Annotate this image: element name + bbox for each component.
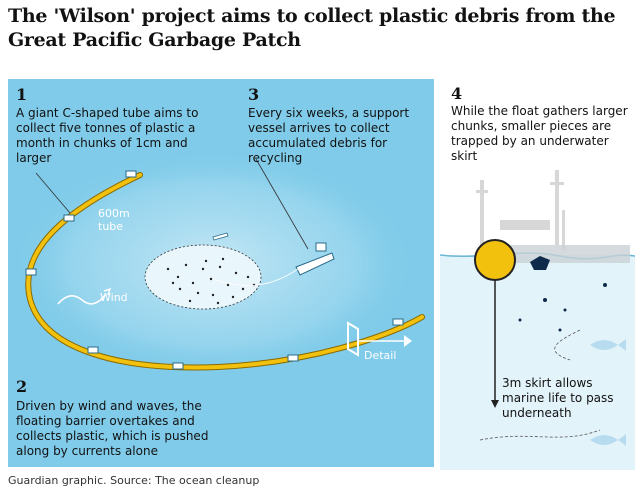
- step-4-number: 4: [451, 84, 463, 103]
- leader-line-3: [255, 158, 309, 250]
- float: [474, 239, 516, 281]
- small-debris: [518, 283, 607, 332]
- step-4-text: While the float gathers larger chunks, s…: [451, 104, 628, 163]
- skirt-detail-diagram: [440, 170, 635, 470]
- wind-label: Wind: [100, 291, 128, 304]
- oil-rig-silhouettes: [476, 170, 565, 250]
- fish-icon-2: [590, 434, 626, 446]
- skirt-label: 3m skirt allows marine life to pass unde…: [502, 376, 614, 420]
- barrier-floats: [25, 170, 404, 370]
- overview-diagram: [8, 149, 425, 379]
- step-3-text: Every six weeks, a support vessel arrive…: [248, 106, 410, 165]
- step-1-text: A giant C-shaped tube aims to collect fi…: [16, 106, 199, 165]
- overview-panel: 1 A giant C-shaped tube aims to collect …: [8, 79, 434, 467]
- step-3-number: 3: [248, 85, 260, 104]
- leader-line-1: [35, 172, 71, 214]
- detail-label: Detail: [364, 349, 397, 362]
- fish-icon: [590, 339, 626, 351]
- step-2-number: 2: [16, 377, 28, 396]
- support-vessel: [295, 252, 335, 276]
- page-title: The 'Wilson' project aims to collect pla…: [8, 5, 616, 51]
- garbage-patch: [144, 244, 262, 310]
- debris-chunk: [530, 256, 550, 270]
- tube-label: 600m tube: [98, 207, 130, 233]
- barrier-tube: [26, 173, 424, 370]
- detail-marker: [347, 321, 359, 357]
- source-credit: Guardian graphic. Source: The ocean clea…: [8, 474, 260, 487]
- step-1-number: 1: [16, 85, 28, 104]
- barrier-tube-section: [510, 245, 630, 263]
- wind-arrow: [57, 293, 107, 305]
- small-boat: [212, 232, 229, 241]
- step-2-text: Driven by wind and waves, the floating b…: [16, 399, 209, 458]
- underwater-area: [440, 255, 635, 470]
